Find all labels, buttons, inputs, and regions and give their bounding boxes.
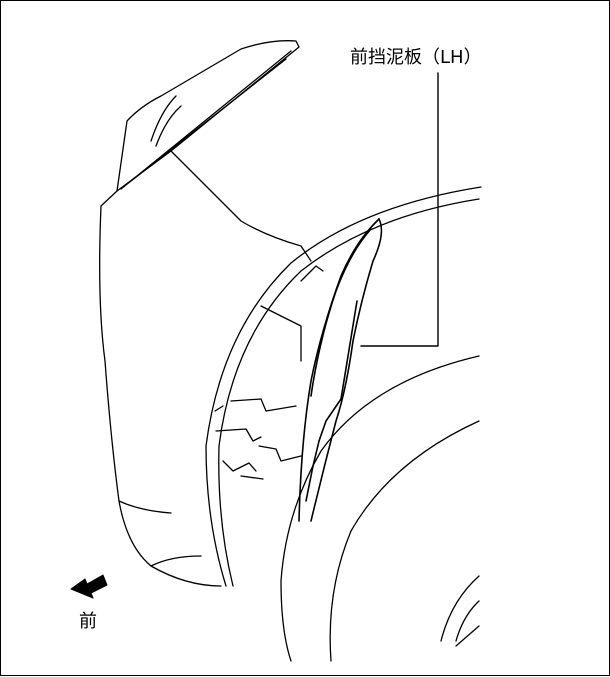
part-leader-line	[360, 72, 439, 347]
wheel-arch	[205, 186, 482, 587]
front-fender-liner	[298, 218, 383, 522]
tire	[280, 355, 480, 662]
front-direction-arrow-icon	[70, 574, 108, 599]
front-label: 前	[79, 611, 97, 632]
part-label: 前挡泥板（LH）	[350, 47, 482, 68]
vehicle-body-outline	[99, 40, 312, 587]
inner-brackets	[214, 398, 302, 480]
